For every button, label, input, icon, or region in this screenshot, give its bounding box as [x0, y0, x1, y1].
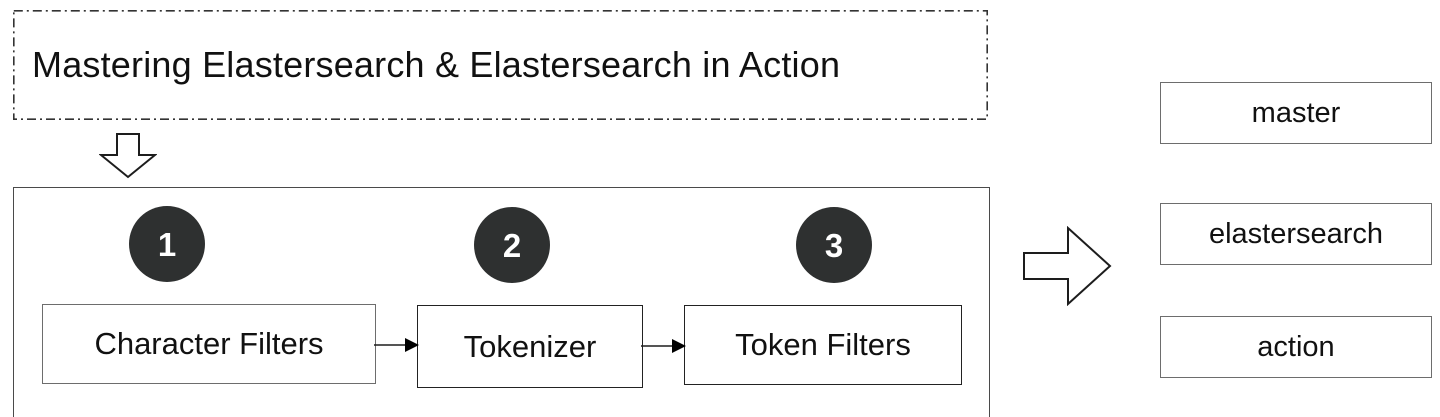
step-badge-2-number: 2 — [502, 226, 522, 264]
output-token-box-2: action — [1160, 316, 1432, 378]
output-token-label-2: action — [1257, 330, 1335, 363]
step-badge-2: 2 — [474, 207, 550, 283]
output-token-label-0: master — [1251, 96, 1341, 129]
step-badge-3-number: 3 — [824, 226, 844, 264]
stage-tokenizer-label: Tokenizer — [463, 328, 597, 364]
step-badge-1: 1 — [129, 206, 205, 282]
down-arrow-icon — [99, 133, 157, 179]
stage-character-filters: Character Filters — [42, 304, 376, 384]
connector-arrow-2 — [641, 336, 687, 356]
stage-tokenizer: Tokenizer — [417, 305, 643, 388]
stage-token-filters: Token Filters — [684, 305, 962, 385]
source-document-title: Mastering Elastersearch & Elastersearch … — [32, 44, 841, 85]
output-token-box-0: master — [1160, 82, 1432, 144]
dash-dot-border — [13, 10, 989, 121]
source-document-box: Mastering Elastersearch & Elastersearch … — [13, 10, 989, 121]
step-badge-3: 3 — [796, 207, 872, 283]
connector-arrow-1 — [374, 335, 420, 355]
output-token-box-1: elastersearch — [1160, 203, 1432, 265]
output-token-label-1: elastersearch — [1208, 217, 1384, 250]
right-arrow-icon — [1022, 226, 1112, 306]
stage-character-filters-label: Character Filters — [94, 326, 324, 361]
step-badge-1-number: 1 — [157, 225, 177, 263]
stage-token-filters-label: Token Filters — [735, 327, 911, 362]
